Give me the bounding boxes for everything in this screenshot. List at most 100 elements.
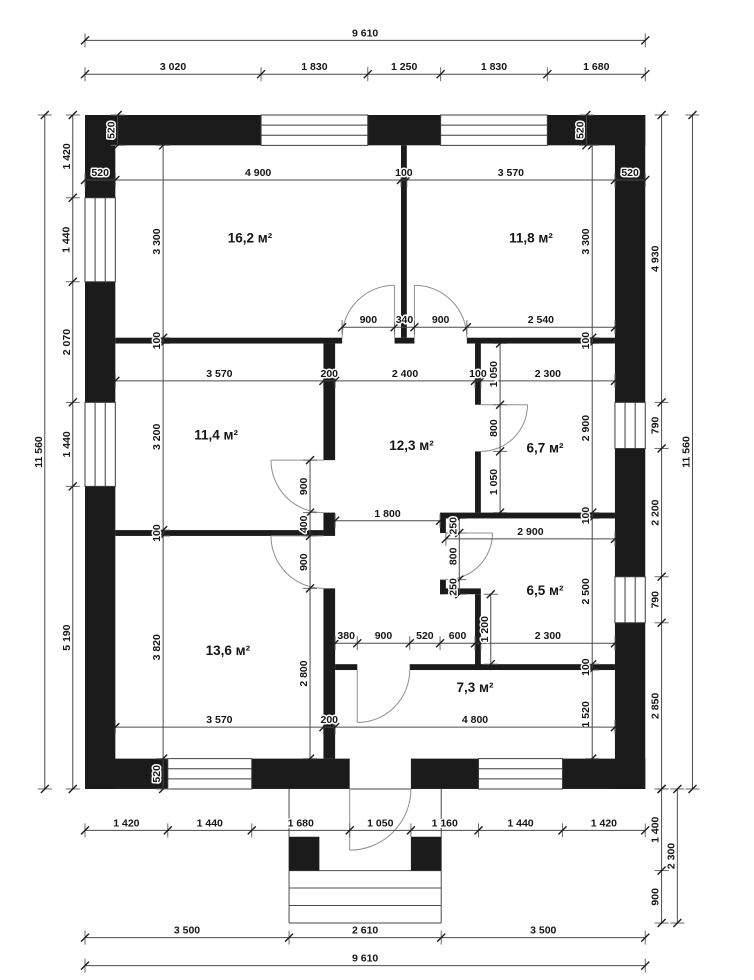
- tick-mark: [435, 516, 445, 526]
- tick-mark: [657, 443, 667, 453]
- tick-mark: [454, 513, 464, 523]
- tick-mark: [80, 961, 90, 971]
- dimension-label: 3 570: [498, 167, 524, 179]
- tick-mark: [68, 110, 78, 120]
- porch-rail-right: [410, 836, 442, 871]
- tick-mark: [305, 455, 315, 465]
- dimension-label: 520: [151, 765, 163, 783]
- dimension-label: 1 440: [197, 817, 223, 829]
- dimension-label: 1 200: [479, 616, 491, 642]
- tick-mark: [158, 140, 168, 150]
- tick-mark: [486, 659, 496, 669]
- window-left-lower: [85, 402, 115, 486]
- room-12-3-label: 12,3 м²: [389, 438, 434, 453]
- dimension-label: 2 300: [665, 843, 677, 869]
- dimension-label: 100: [580, 658, 592, 676]
- tick-mark: [337, 322, 347, 332]
- dimension-label: 2 900: [517, 526, 543, 538]
- dimension-label: 9 610: [352, 953, 378, 965]
- dimension-label: 800: [488, 419, 500, 437]
- windows: [85, 115, 645, 789]
- tick-mark: [68, 397, 78, 407]
- dim-chain-porch-total: 2 300: [664, 784, 685, 928]
- dimension-label: 11 560: [680, 436, 692, 468]
- window-left-upper: [85, 198, 115, 282]
- dimension-label: 900: [298, 477, 310, 495]
- dimension-label: 900: [650, 888, 662, 906]
- dimension-label: 2 900: [580, 415, 592, 441]
- tick-mark: [158, 784, 168, 794]
- dimension-label: 520: [416, 630, 434, 642]
- tick-mark: [462, 322, 472, 332]
- tick-mark: [68, 193, 78, 203]
- dimension-label: 250: [447, 578, 459, 596]
- dimension-label: 520: [91, 167, 109, 179]
- room-16-2-label: 16,2 м²: [228, 230, 273, 245]
- tick-mark: [640, 825, 650, 835]
- dimension-label: 100: [580, 507, 592, 525]
- dimension-label: 3 300: [151, 228, 163, 254]
- dim-chain-wall-520-tl: 520: [104, 110, 125, 150]
- tick-mark: [436, 69, 446, 79]
- tick-mark: [610, 722, 620, 732]
- dim-chain-wall-520-tr: 520: [573, 110, 594, 150]
- dim-chain-bottom-total: 9 610: [80, 951, 650, 973]
- dimension-label: 100: [151, 332, 163, 350]
- dimension-label: 9 610: [352, 27, 378, 39]
- dimension-label: 2 500: [580, 578, 592, 604]
- tick-mark: [657, 110, 667, 120]
- dim-chain-left-total: 11 560: [31, 110, 52, 794]
- dimension-label: 1 800: [374, 508, 400, 520]
- tick-mark: [110, 722, 120, 732]
- dimension-label: 3 020: [160, 61, 186, 73]
- dimension-label: 340: [396, 314, 414, 326]
- tick-mark: [454, 528, 464, 538]
- tick-mark: [657, 784, 667, 794]
- dimension-label: 1 420: [591, 817, 617, 829]
- dimension-label: 4 930: [650, 245, 662, 271]
- dimension-label: 200: [321, 714, 339, 726]
- tick-mark: [581, 110, 591, 120]
- tick-mark: [345, 825, 355, 835]
- tick-mark: [454, 575, 464, 585]
- tick-mark: [474, 825, 484, 835]
- tick-mark: [495, 400, 505, 410]
- tick-mark: [441, 534, 451, 544]
- dimension-label: 3 300: [580, 228, 592, 254]
- dim-chain-corridor-w: 1 800: [330, 506, 445, 528]
- tick-mark: [305, 531, 315, 541]
- room-13-6-label: 13,6 м²: [206, 643, 251, 658]
- door-room-11-8: [414, 285, 466, 337]
- tick-mark: [610, 322, 620, 332]
- tick-mark: [318, 722, 328, 732]
- porch-steps: [289, 871, 441, 923]
- dimension-label: 1 420: [61, 143, 73, 169]
- dimension-label: 900: [360, 314, 378, 326]
- dim-chain-niche-height: 1 200: [477, 589, 498, 669]
- tick-mark: [687, 110, 697, 120]
- dimension-label: 790: [650, 417, 662, 435]
- tick-mark: [454, 589, 464, 599]
- dimension-label: 600: [449, 630, 467, 642]
- dim-chain-room65-top: 2 900: [441, 524, 620, 546]
- dimension-label: 900: [375, 630, 393, 642]
- interior-walls: [115, 145, 615, 759]
- dimension-label: 1 830: [481, 61, 507, 73]
- tick-mark: [110, 376, 120, 386]
- tick-mark: [495, 446, 505, 456]
- window-top-left: [261, 115, 368, 145]
- tick-mark: [305, 508, 315, 518]
- dimension-label: 2 800: [298, 660, 310, 686]
- dimension-label: 3 500: [530, 925, 556, 937]
